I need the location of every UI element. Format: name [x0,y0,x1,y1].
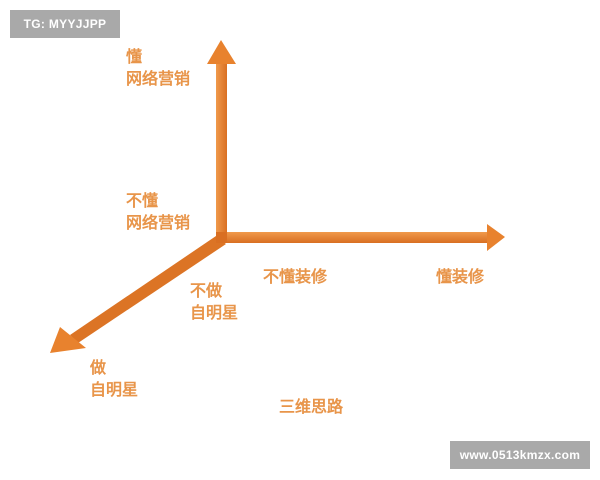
diagonal-axis-arrow [50,236,226,353]
bottom-right-watermark: www.0513kmzx.com [450,441,590,469]
vertical-axis-arrow [207,40,236,240]
diagram-caption: 三维思路 [279,397,344,416]
label-z-near: 不做 自明星 [190,281,239,322]
label-y-middle: 不懂 网络营销 [126,191,191,232]
label-z-far: 做 自明星 [90,358,139,399]
label-x-near: 不懂装修 [263,267,328,286]
axis-origin [216,232,227,243]
top-left-watermark: TG: MYYJJPP [10,10,120,38]
label-x-far: 懂装修 [436,267,485,286]
label-y-top: 懂 网络营销 [126,47,191,88]
horizontal-axis-arrow [222,224,505,251]
